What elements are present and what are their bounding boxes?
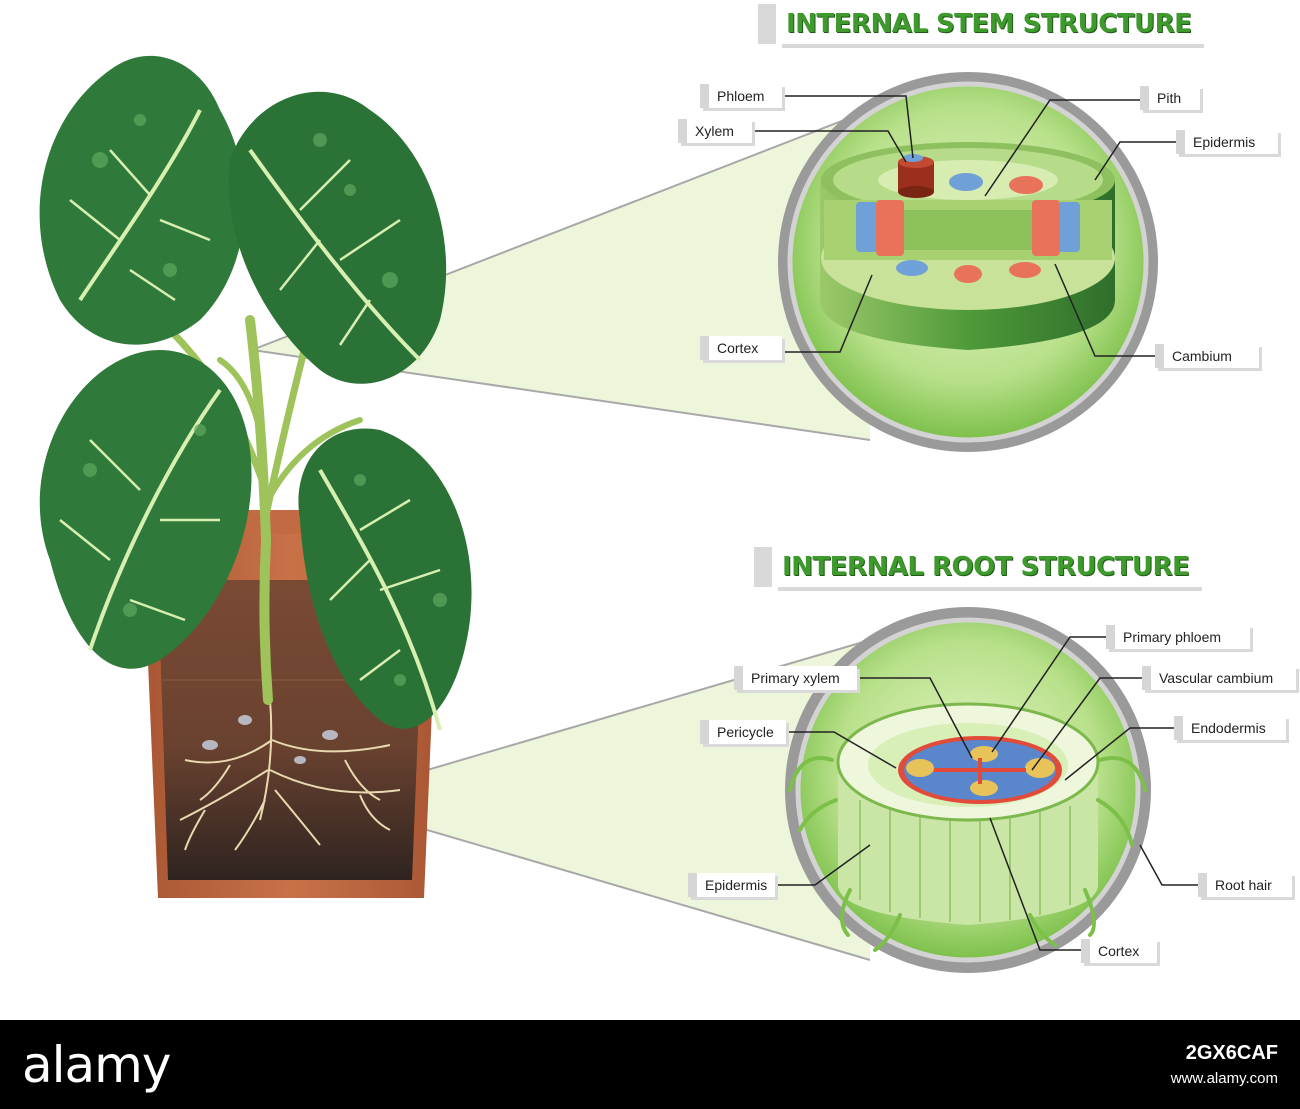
label-primary-xylem: Primary xylem — [734, 666, 857, 690]
label-root-cortex: Cortex — [1081, 939, 1157, 963]
title-bar — [758, 4, 776, 44]
stem-cross-section-lens — [778, 72, 1158, 452]
stem-title: INTERNAL STEM STRUCTURE — [758, 4, 1204, 48]
footer-meta: 2GX6CAF www.alamy.com — [1171, 1040, 1278, 1092]
root-title-text: INTERNAL ROOT STRUCTURE — [782, 552, 1190, 582]
label-phloem: Phloem — [700, 84, 782, 108]
title-bar — [754, 547, 772, 587]
label-endodermis: Endodermis — [1174, 716, 1286, 740]
label-phloem-text: Phloem — [717, 88, 765, 104]
label-cambium-text: Cambium — [1172, 348, 1232, 364]
footer-url: www.alamy.com — [1170, 1070, 1278, 1087]
label-root-epidermis-text: Epidermis — [705, 877, 768, 893]
label-endodermis-text: Endodermis — [1191, 720, 1266, 736]
stem-title-text: INTERNAL STEM STRUCTURE — [786, 9, 1192, 39]
label-pith: Pith — [1140, 86, 1200, 110]
label-stem-cortex-text: Cortex — [717, 340, 759, 356]
label-stem-epidermis-text: Epidermis — [1193, 134, 1256, 150]
label-stem-cortex: Cortex — [700, 336, 782, 360]
watermark-footer: alamy 2GX6CAF www.alamy.com — [0, 1020, 1300, 1109]
label-primary-xylem-text: Primary xylem — [751, 670, 840, 686]
label-xylem-text: Xylem — [695, 123, 734, 139]
root-cross-section-lens — [785, 607, 1151, 973]
label-root-cortex-text: Cortex — [1098, 943, 1140, 959]
label-pericycle: Pericycle — [700, 720, 786, 744]
image-id: 2GX6CAF — [1185, 1042, 1278, 1064]
title-underline — [778, 587, 1202, 591]
label-primary-phloem: Primary phloem — [1106, 625, 1250, 649]
label-pericycle-text: Pericycle — [717, 724, 774, 740]
alamy-logo: alamy — [22, 1036, 171, 1094]
label-cambium: Cambium — [1155, 344, 1259, 368]
leaf-spots — [83, 114, 447, 686]
label-vascular-cambium: Vascular cambium — [1142, 666, 1296, 690]
label-stem-epidermis: Epidermis — [1176, 130, 1278, 154]
label-primary-phloem-text: Primary phloem — [1123, 629, 1222, 645]
root-title: INTERNAL ROOT STRUCTURE — [754, 547, 1202, 591]
label-root-epidermis: Epidermis — [688, 873, 775, 897]
label-xylem: Xylem — [678, 119, 752, 143]
leaves — [39, 55, 472, 731]
label-leaders — [752, 95, 1198, 951]
label-vascular-cambium-text: Vascular cambium — [1159, 670, 1274, 686]
label-root-hair-text: Root hair — [1215, 877, 1272, 893]
label-pith-text: Pith — [1157, 90, 1182, 106]
label-root-hair: Root hair — [1198, 873, 1292, 897]
title-underline — [782, 44, 1204, 48]
pebbles — [202, 715, 338, 764]
roots — [179, 699, 401, 851]
plant-diagram — [39, 55, 1198, 973]
